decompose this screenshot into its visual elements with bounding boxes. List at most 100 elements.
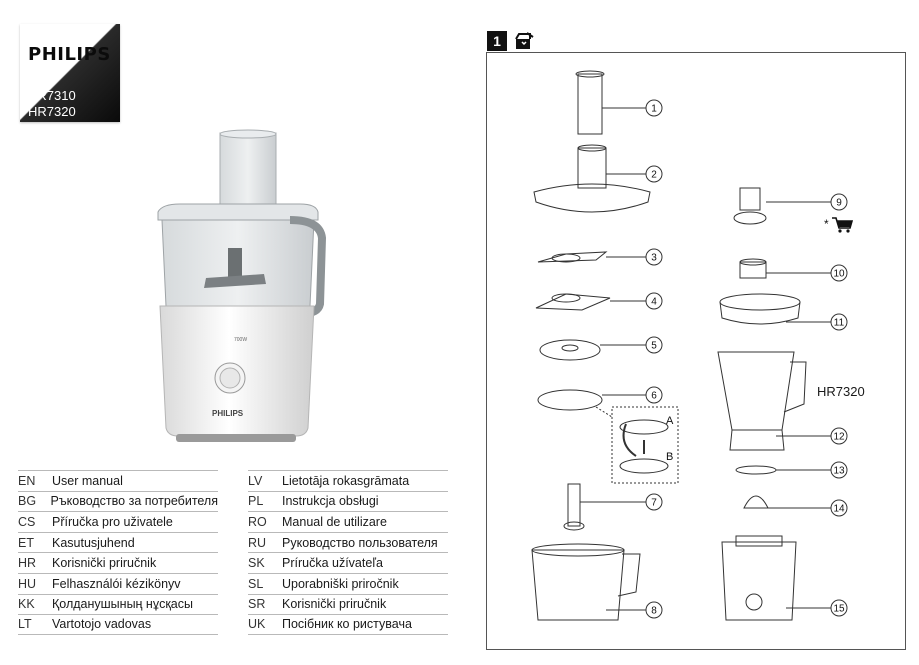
language-row: LT Vartotojo vadovas — [18, 614, 218, 635]
part-sealing-ring — [735, 465, 831, 475]
language-code: SR — [248, 597, 266, 612]
svg-text:12: 12 — [833, 432, 845, 443]
language-title: Lietotāja rokasgrāmata — [282, 473, 410, 488]
language-title: Kasutusjuhend — [52, 535, 135, 550]
callout-7: 7 — [645, 493, 663, 511]
callout-14: 14 — [830, 499, 848, 517]
disc-side-b-label: B — [666, 451, 673, 463]
svg-text:1: 1 — [651, 104, 657, 115]
brand-block: PHILIPS HR7310 HR7320 — [20, 24, 120, 122]
callout-3: 3 — [645, 248, 663, 266]
callout-6: 6 — [645, 386, 663, 404]
part-blade-4 — [535, 293, 646, 311]
language-code: UK — [248, 617, 266, 632]
part-mill — [733, 187, 831, 225]
svg-text:11: 11 — [834, 318, 845, 329]
part-disc-5 — [539, 339, 646, 361]
disc-side-a-label: A — [666, 415, 674, 427]
callout-11: 11 — [830, 313, 848, 331]
callout-15: 15 — [830, 599, 848, 617]
language-row: LV Lietotāja rokasgrāmata — [248, 470, 448, 491]
language-code: LT — [18, 617, 32, 632]
language-row: CS Příručka pro uživatele — [18, 511, 218, 532]
svg-text:8: 8 — [651, 606, 657, 617]
callout-2: 2 — [645, 165, 663, 183]
part-motor-unit — [721, 535, 831, 621]
part-bowl — [531, 543, 646, 621]
language-title: Vartotojo vadovas — [52, 617, 152, 632]
model-variant-label: HR7320 — [817, 384, 865, 399]
callout-10: 10 — [830, 264, 848, 282]
language-row: SR Korisnički priručnik — [248, 593, 448, 615]
parts-diagram: 1 2 3 4 5 6 7 8 9 10 11 12 13 14 15 A B … — [531, 70, 854, 621]
svg-text:14: 14 — [833, 504, 845, 515]
svg-text:10: 10 — [833, 269, 845, 280]
language-code: LV — [248, 473, 263, 488]
part-blade-3 — [537, 251, 646, 263]
language-title: Príručka užívateľa — [282, 556, 383, 571]
food-processor-photo: 700W PHILIPS — [157, 129, 327, 442]
language-code: HR — [18, 556, 37, 571]
language-code: KK — [18, 597, 35, 612]
svg-text:2: 2 — [651, 170, 657, 181]
language-title: User manual — [52, 473, 123, 488]
language-code: RO — [248, 514, 267, 529]
svg-text:15: 15 — [833, 604, 845, 615]
shopping-cart-icon — [832, 217, 854, 233]
svg-text:5: 5 — [651, 341, 657, 352]
language-code: PL — [248, 494, 264, 509]
language-row: PL Instrukcja obsługi — [248, 490, 448, 512]
callout-1: 1 — [645, 99, 663, 117]
optional-marker: * — [824, 217, 829, 231]
language-title: Қолданушының нұсқасы — [52, 597, 193, 612]
svg-text:13: 13 — [833, 466, 845, 477]
svg-text:4: 4 — [651, 297, 657, 308]
callout-markers: 1 2 3 4 5 6 7 8 9 10 11 12 13 14 15 — [645, 99, 848, 619]
svg-text:7: 7 — [651, 498, 657, 509]
language-title: Korisnički priručnik — [282, 597, 387, 612]
model-numbers: HR7310 HR7320 — [28, 88, 76, 120]
language-title: Instrukcja obsługi — [282, 494, 379, 509]
language-code: CS — [18, 514, 36, 529]
box-unpack-icon — [515, 32, 534, 49]
parts-diagram-frame — [486, 52, 906, 650]
callout-5: 5 — [645, 336, 663, 354]
brand-logo: PHILIPS — [28, 44, 111, 65]
model-number: HR7310 — [28, 88, 76, 103]
part-disc-6 — [537, 389, 646, 411]
language-code: SK — [248, 556, 265, 571]
model-number: HR7320 — [28, 104, 76, 119]
language-title: Manual de utilizare — [282, 514, 387, 529]
svg-text:9: 9 — [836, 198, 842, 209]
power-label: 700W — [234, 337, 247, 343]
language-list-right: LV Lietotāja rokasgrāmata PL Instrukcja ob… — [248, 470, 448, 635]
language-row: EN User manual — [18, 470, 218, 491]
callout-4: 4 — [645, 292, 663, 310]
step-number: 1 — [487, 31, 507, 51]
language-row: UK Посібник ко ристувача — [248, 614, 448, 635]
language-title: Příručka pro uživatele — [52, 514, 173, 529]
part-mill-lid — [739, 258, 831, 279]
language-code: HU — [18, 576, 37, 591]
base-brand-mark: PHILIPS — [212, 409, 244, 418]
language-code: BG — [18, 494, 37, 509]
language-code: EN — [18, 473, 36, 488]
language-title: Uporabniški priročnik — [282, 576, 399, 591]
part-lid — [533, 144, 651, 213]
svg-text:3: 3 — [651, 253, 657, 264]
part-blender-blade — [743, 495, 831, 509]
language-row: KK Қолданушының нұсқасы — [18, 593, 218, 615]
step-header: 1 — [487, 31, 535, 51]
language-code: SL — [248, 576, 264, 591]
language-row: SK Príručka užívateľa — [248, 552, 448, 573]
language-title: Посібник ко ристувача — [282, 617, 412, 632]
callout-13: 13 — [830, 461, 848, 479]
part-pusher — [575, 70, 646, 135]
callout-12: 12 — [830, 427, 848, 445]
